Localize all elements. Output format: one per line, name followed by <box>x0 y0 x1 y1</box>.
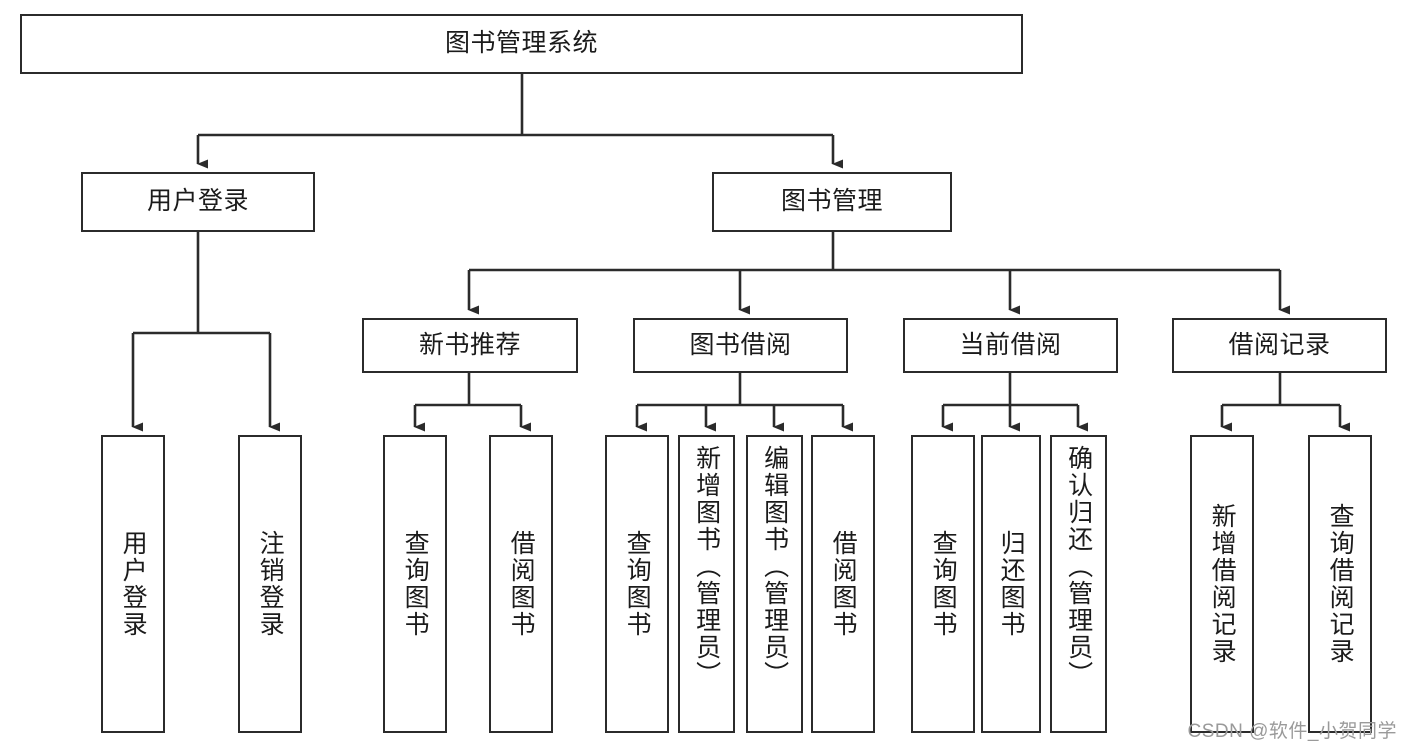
node-label: 图书借阅 <box>689 330 792 359</box>
node-leaf-query-book-recommend[interactable]: 查询图书 <box>383 435 447 733</box>
node-label: 图书管理系统 <box>444 29 598 58</box>
node-leaf-query-book-borrow[interactable]: 查询图书 <box>605 435 669 733</box>
node-label: 借阅图书 <box>829 530 858 638</box>
node-book-manage[interactable]: 图书管理 <box>712 172 952 232</box>
node-leaf-user-login[interactable]: 用户登录 <box>101 435 165 733</box>
node-leaf-edit-book-admin[interactable]: 编辑图书（管理员） <box>746 435 803 733</box>
node-label: 查询图书 <box>401 530 430 638</box>
node-borrow-record[interactable]: 借阅记录 <box>1172 318 1387 373</box>
node-label: 归还图书 <box>997 530 1026 638</box>
node-label: 用户登录 <box>146 187 249 216</box>
node-leaf-query-borrow-record[interactable]: 查询借阅记录 <box>1308 435 1372 733</box>
node-leaf-add-borrow-record[interactable]: 新增借阅记录 <box>1190 435 1254 733</box>
node-label: 查询图书 <box>623 530 652 638</box>
node-label: 新增借阅记录 <box>1208 503 1237 665</box>
node-label: 确认归还（管理员） <box>1064 445 1093 688</box>
node-current-borrow[interactable]: 当前借阅 <box>903 318 1118 373</box>
node-label: 图书管理 <box>780 187 883 216</box>
node-leaf-query-book-current[interactable]: 查询图书 <box>911 435 975 733</box>
node-root-book-management-system[interactable]: 图书管理系统 <box>20 14 1023 74</box>
node-user-login[interactable]: 用户登录 <box>81 172 315 232</box>
node-label: 借阅图书 <box>507 530 536 638</box>
node-leaf-borrow-book-borrow[interactable]: 借阅图书 <box>811 435 875 733</box>
node-leaf-return-book[interactable]: 归还图书 <box>981 435 1041 733</box>
node-book-borrow[interactable]: 图书借阅 <box>633 318 848 373</box>
node-label: 查询图书 <box>929 530 958 638</box>
node-leaf-user-logout[interactable]: 注销登录 <box>238 435 302 733</box>
node-label: 新书推荐 <box>418 330 521 359</box>
node-label: 编辑图书（管理员） <box>760 445 789 688</box>
node-leaf-borrow-book-recommend[interactable]: 借阅图书 <box>489 435 553 733</box>
node-leaf-confirm-return-admin[interactable]: 确认归还（管理员） <box>1050 435 1107 733</box>
node-label: 注销登录 <box>256 530 285 638</box>
node-label: 用户登录 <box>119 530 148 638</box>
node-label: 新增图书（管理员） <box>692 445 721 688</box>
node-label: 借阅记录 <box>1228 330 1331 359</box>
node-leaf-add-book-admin[interactable]: 新增图书（管理员） <box>678 435 735 733</box>
node-label: 查询借阅记录 <box>1326 503 1355 665</box>
node-label: 当前借阅 <box>959 330 1062 359</box>
csdn-watermark: CSDN @软件_小贺同学 <box>1187 721 1397 742</box>
node-new-book-recommend[interactable]: 新书推荐 <box>362 318 578 373</box>
